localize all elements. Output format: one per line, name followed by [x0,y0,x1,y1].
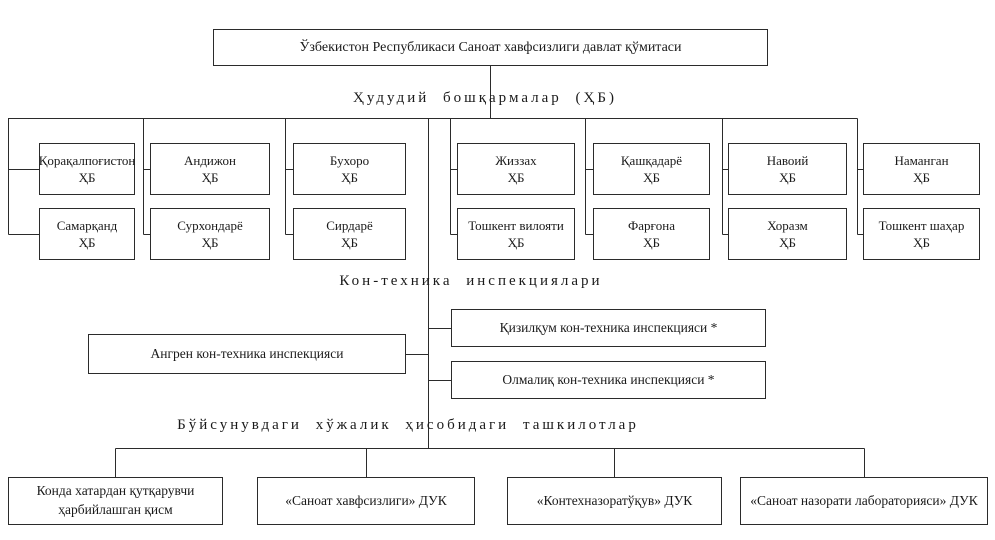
region-name: Фарғона [627,218,676,233]
region-name: Қорақалпоғистон [38,153,136,168]
region-name: Наманган [894,153,949,168]
region-suffix: ҲБ [913,170,930,185]
region-name: Сурхондарё [177,218,243,233]
region-name: Сирдарё [326,218,373,233]
region-name: Самарқанд [56,218,118,233]
org-label: Конда хатардан қутқарувчи ҳарбийлашган қ… [36,483,195,517]
region-suffix: ҲБ [779,170,796,185]
inspections-heading: Кон-техника инспекциялари [339,273,603,289]
region-box-sirdaryo: Сирдарё ҲБ [293,208,406,260]
region-suffix: ҲБ [201,235,219,250]
region-box-navoiy: Навоий ҲБ [728,143,847,195]
region-suffix: ҲБ [507,170,525,185]
region-box-fargona: Фарғона ҲБ [593,208,710,260]
region-name: Андижон [183,153,237,168]
region-name: Тошкент шаҳар [878,218,965,233]
org-box-nazorat-laboratoriyasi: «Саноат назорати лабораторияси» ДУК [740,477,988,525]
region-box-xorazm: Хоразм ҲБ [728,208,847,260]
region-box-toshkent-viloyati: Тошкент вилояти ҲБ [457,208,575,260]
region-name: Тошкент вилояти [468,218,564,233]
inspection-box-olmaliq: Олмалиқ кон-техника инспекцияси * [451,361,766,399]
region-box-qoraqalpogiston: Қорақалпоғистон ҲБ [39,143,135,195]
region-name: Жиззах [495,153,537,168]
region-suffix: ҲБ [201,170,219,185]
region-name: Хоразм [767,218,808,233]
region-suffix: ҲБ [913,235,930,250]
region-box-namangan: Наманган ҲБ [863,143,980,195]
region-suffix: ҲБ [78,235,96,250]
region-box-toshkent-shahar: Тошкент шаҳар ҲБ [863,208,980,260]
region-suffix: ҲБ [341,170,358,185]
region-box-andijon: Андижон ҲБ [150,143,270,195]
region-box-qashqadaryo: Қашқадарё ҲБ [593,143,710,195]
region-box-samarqand: Самарқанд ҲБ [39,208,135,260]
inspection-box-angren: Ангрен кон-техника инспекцияси [88,334,406,374]
committee-title: Ўзбекистон Республикаси Саноат хавфсизли… [299,39,682,55]
organizations-heading: Бўйсунувдаги хўжалик ҳисобидаги ташкилот… [177,417,639,433]
region-name: Бухоро [329,153,370,168]
region-name: Қашқадарё [620,153,683,168]
org-box-rescue-unit: Конда хатардан қутқарувчи ҳарбийлашган қ… [8,477,223,525]
org-label: «Контехназоратўқув» ДУК [536,492,693,508]
region-suffix: ҲБ [78,170,96,185]
region-suffix: ҲБ [341,235,358,250]
region-suffix: ҲБ [643,170,660,185]
inspection-label: Ангрен кон-техника инспекцияси [150,345,344,361]
inspection-box-qizilqum: Қизилқум кон-техника инспекцияси * [451,309,766,347]
org-label: «Саноат хавфсизлиги» ДУК [285,492,447,508]
region-suffix: ҲБ [643,235,660,250]
org-box-kontexnazoratoquv: «Контехназоратўқув» ДУК [507,477,722,525]
org-label: «Саноат назорати лабораторияси» ДУК [750,492,978,508]
region-box-jizzax: Жиззах ҲБ [457,143,575,195]
region-name: Навоий [766,153,809,168]
inspection-label: Олмалиқ кон-техника инспекцияси * [502,371,715,387]
region-suffix: ҲБ [779,235,796,250]
region-box-buxoro: Бухоро ҲБ [293,143,406,195]
inspection-label: Қизилқум кон-техника инспекцияси * [499,319,718,335]
regional-heading: Ҳудудий бошқармалар (ҲБ) [353,90,617,106]
committee-box: Ўзбекистон Республикаси Саноат хавфсизли… [213,29,768,66]
org-box-sanoat-xavfsizligi: «Саноат хавфсизлиги» ДУК [257,477,475,525]
region-box-surxondaryo: Сурхондарё ҲБ [150,208,270,260]
region-suffix: ҲБ [507,235,525,250]
